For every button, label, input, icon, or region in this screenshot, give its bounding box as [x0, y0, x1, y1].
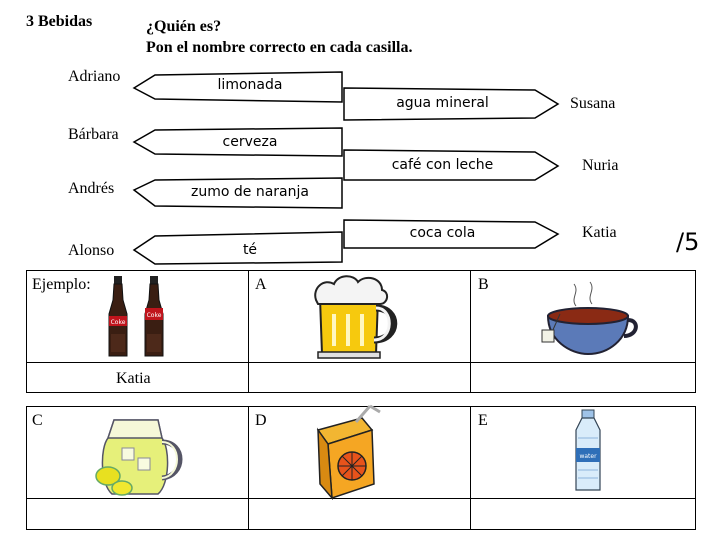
score-total: /5: [676, 228, 700, 256]
drink-cerveza: cerveza: [222, 134, 278, 150]
person-adriano: Adriano: [68, 68, 121, 85]
cell-label-e: E: [478, 412, 488, 429]
answer-box-a[interactable]: [249, 363, 470, 392]
arrow-limonada: [132, 71, 343, 103]
cell-label-b: B: [478, 276, 489, 293]
answer-box-d[interactable]: [249, 499, 470, 529]
arrow-cerveza: [132, 127, 343, 157]
exercise-title: 3 Bebidas: [26, 13, 93, 30]
cell-label-a: A: [255, 276, 267, 293]
arrow-agua: [343, 87, 560, 121]
drink-coca-cola: coca cola: [409, 225, 476, 241]
cell-label-c: C: [32, 412, 43, 429]
question-text: ¿Quién es?: [146, 18, 222, 35]
orange-juice-carton-icon: [316, 404, 381, 500]
example-label: Ejemplo:: [32, 276, 91, 293]
example-answer: Katia: [116, 370, 151, 387]
drink-zumo-de-naranja: zumo de naranja: [191, 184, 309, 200]
person-barbara: Bárbara: [68, 126, 119, 143]
instructions: ¿Quién es? Pon el nombre correcto en cad…: [146, 16, 412, 58]
answer-box-b[interactable]: [471, 363, 695, 392]
drink-limonada: limonada: [217, 77, 283, 93]
bottle-label-1: Coke: [111, 319, 126, 326]
arrow-te: [132, 231, 343, 265]
beer-mug-icon: [314, 275, 398, 359]
answer-box-e[interactable]: [471, 499, 695, 529]
person-andres: Andrés: [68, 180, 115, 197]
drink-te: té: [242, 242, 258, 258]
person-susana: Susana: [570, 95, 616, 112]
instruction-text: Pon el nombre correcto en cada casilla.: [146, 39, 413, 56]
lemonade-pitcher-icon: [95, 419, 183, 496]
person-alonso: Alonso: [68, 242, 115, 259]
cell-label-d: D: [255, 412, 267, 429]
arrow-zumo: [132, 177, 343, 209]
drink-agua-mineral: agua mineral: [396, 95, 489, 111]
arrow-coca: [343, 219, 560, 249]
person-nuria: Nuria: [582, 157, 619, 174]
person-katia: Katia: [582, 224, 617, 241]
tea-cup-icon: [541, 281, 638, 356]
coca-cola-bottles-icon: Coke Coke: [108, 276, 164, 357]
bottle-label-2: Coke: [147, 312, 162, 319]
water-bottle-icon: water: [575, 409, 601, 491]
drink-cafe-con-leche: café con leche: [391, 157, 494, 173]
water-bottle-label: water: [579, 453, 597, 460]
arrow-cafe: [343, 149, 560, 181]
answer-box-c[interactable]: [27, 499, 248, 529]
